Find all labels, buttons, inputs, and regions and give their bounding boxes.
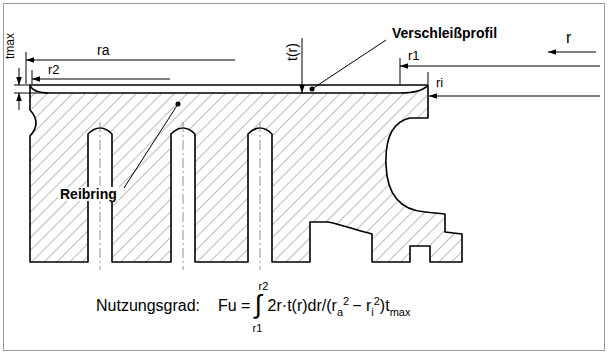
leader-dot — [176, 102, 181, 107]
integral-limit: r1 — [252, 323, 262, 334]
part-label: Verschleißprofil — [390, 26, 499, 40]
formula-term: )t — [380, 298, 390, 314]
formula-subscript: max — [390, 307, 411, 318]
dimension-label: tmax — [4, 33, 16, 59]
formula-term: − r — [352, 298, 371, 314]
dimension-label: r2 — [48, 63, 60, 76]
formula-term: Fu = — [218, 298, 250, 314]
formula-subscript: a — [337, 307, 343, 318]
formula-superscript: 2 — [374, 296, 380, 307]
ring-section — [30, 85, 462, 262]
center-lines — [100, 122, 260, 270]
leader-dot — [310, 87, 315, 92]
wear-profile — [30, 84, 428, 86]
dimension-label: t(r) — [285, 43, 299, 61]
dimension-label: ra — [97, 43, 109, 57]
part-label: Reibring — [58, 187, 119, 201]
dimension-label: ri — [436, 76, 443, 89]
formula-superscript: 2 — [343, 296, 349, 307]
formula-term: 2r·t(r)dr/(r — [268, 298, 337, 314]
formula-caption: Nutzungsgrad: — [96, 298, 200, 314]
dimension-lines — [14, 38, 600, 188]
integral-sign: ∫ — [254, 291, 261, 317]
integral-limit: r2 — [258, 281, 268, 292]
frame — [4, 4, 605, 351]
dimension-label: r1 — [408, 49, 420, 62]
direction-label: r — [566, 30, 571, 46]
formula-subscript: i — [371, 307, 373, 318]
